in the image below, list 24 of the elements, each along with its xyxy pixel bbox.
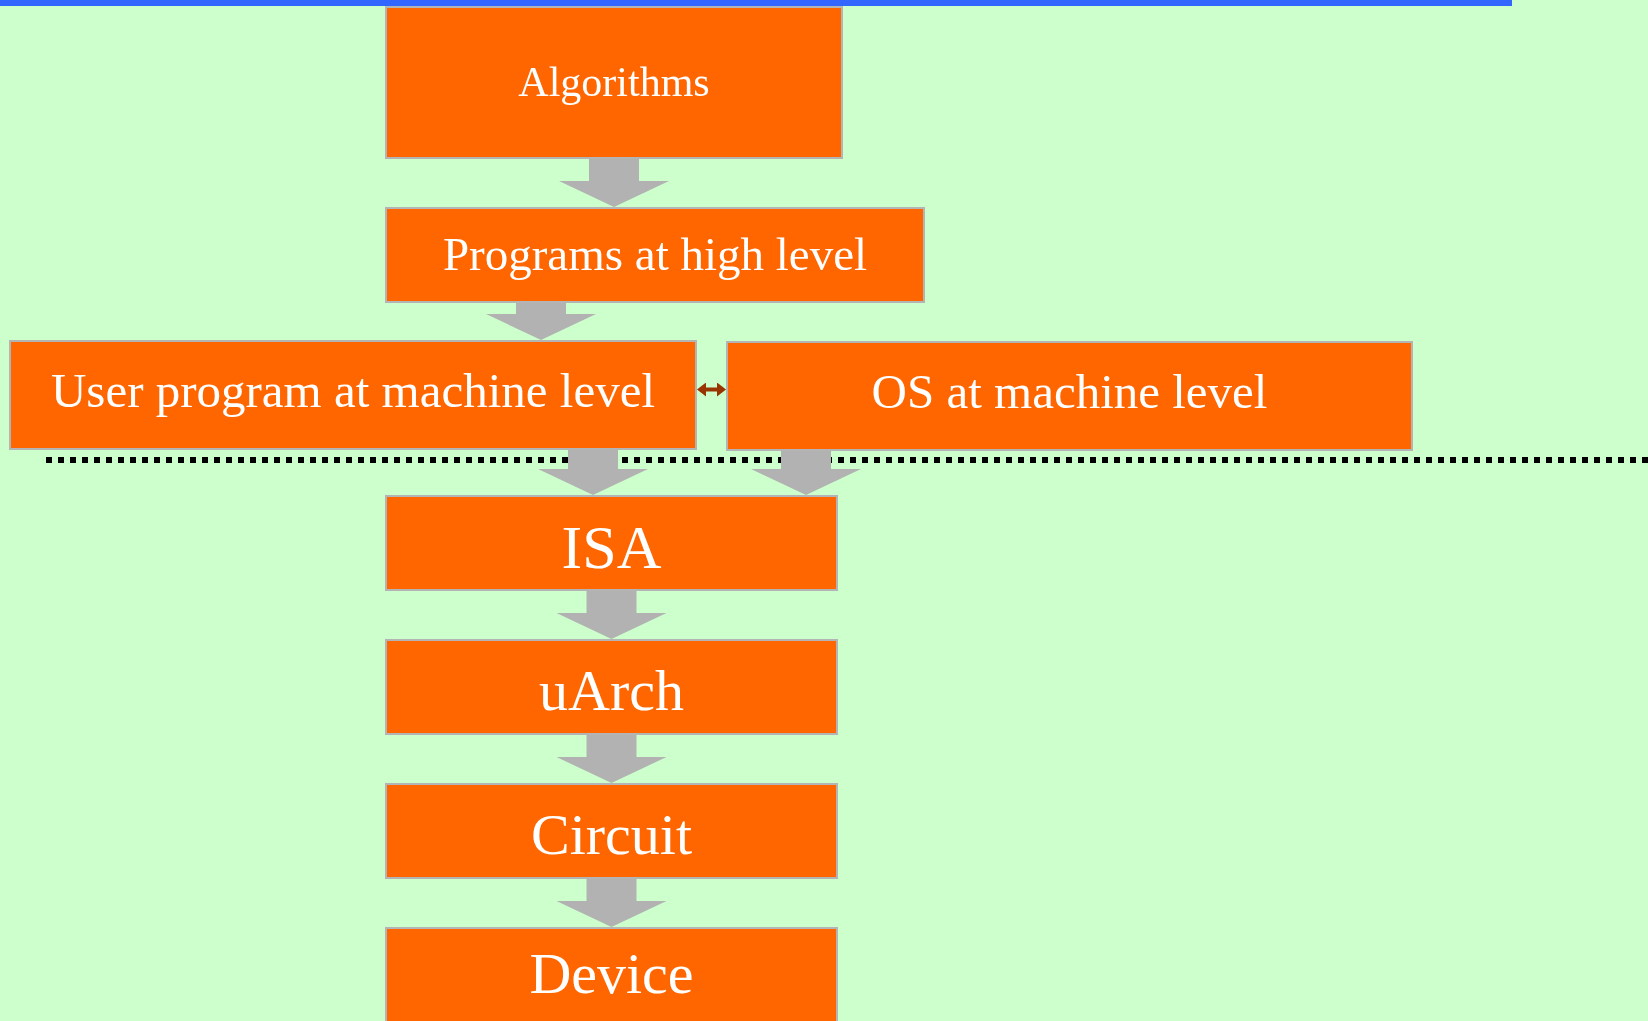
layer-label: Programs at high level [442,229,868,281]
block-arrow [556,591,667,639]
block-arrow [538,450,648,495]
block-arrow [559,159,669,207]
layer-label: Algorithms [518,59,710,106]
layer-label: OS at machine level [871,365,1268,419]
layer-label: uArch [539,659,684,723]
layer-box [385,639,838,735]
block-arrow [556,879,667,927]
layer-box [385,783,838,879]
layer-label: User program at machine level [50,364,656,418]
layer-box [726,341,1413,451]
block-arrow [751,451,861,495]
block-arrow [486,303,596,340]
layer-label: ISA [561,512,662,582]
layer-box [385,6,843,159]
block-arrow [556,735,667,783]
layer-label: Circuit [530,803,693,867]
layer-box [385,495,838,591]
layer-box [9,340,697,450]
double-arrow [697,382,726,397]
layer-label: Device [529,942,694,1006]
layer-box [385,927,838,1021]
layer-box [385,207,925,303]
